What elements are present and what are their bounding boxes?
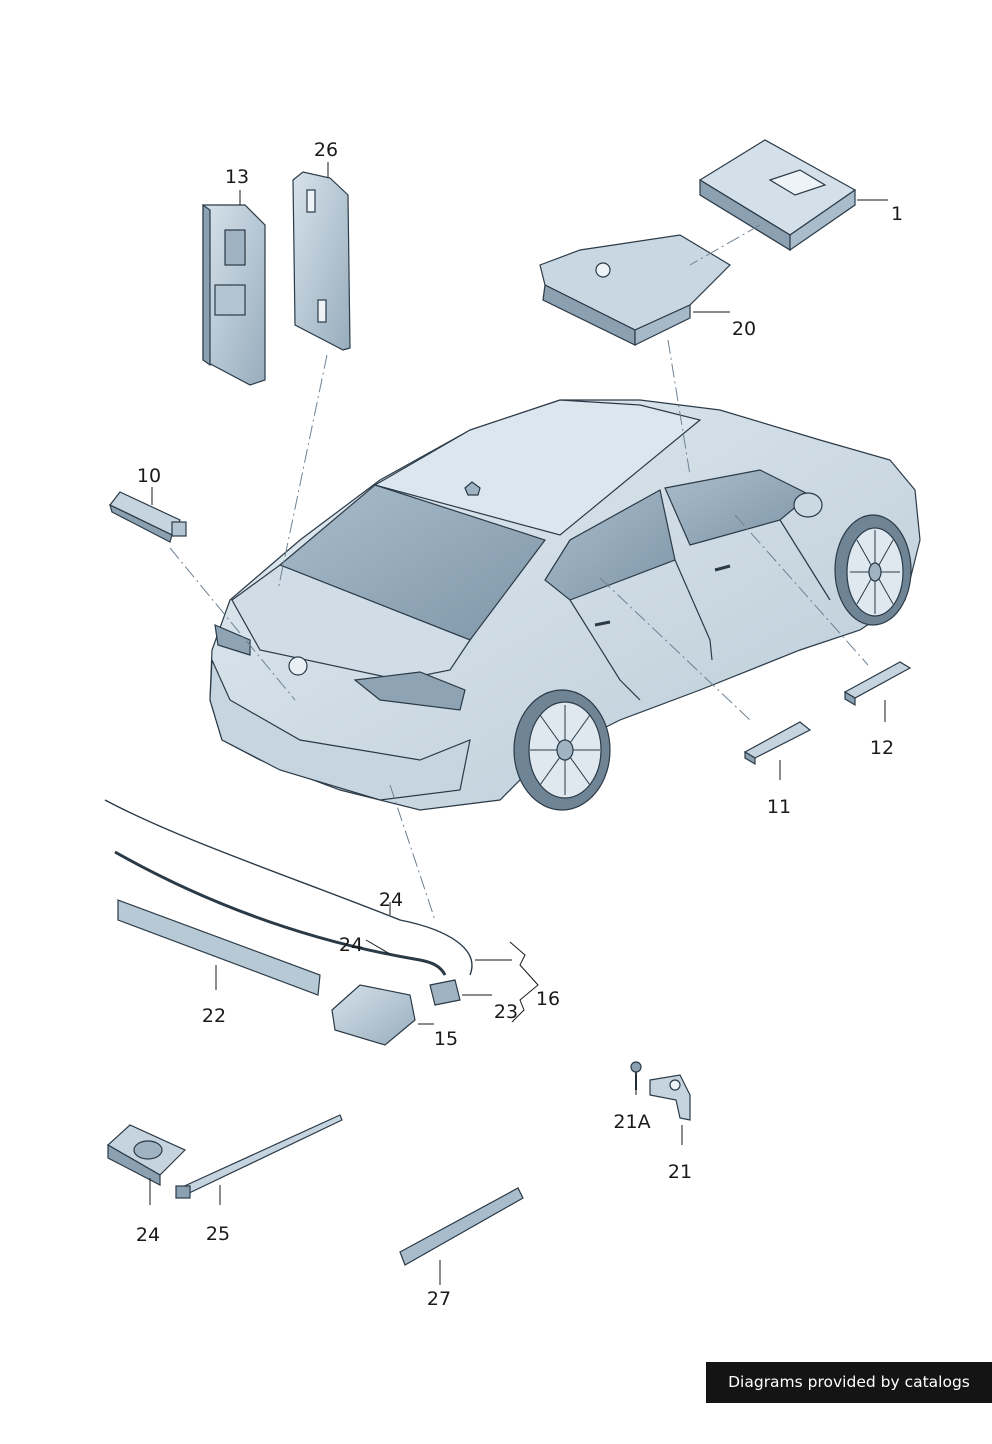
callout-22: 22 [201, 1005, 227, 1027]
callout-12: 12 [869, 737, 895, 759]
part-26-bracket [292, 171, 351, 351]
part-12-antenna [843, 661, 912, 707]
credit-banner: Diagrams provided by catalogs parts [706, 1362, 992, 1432]
part-11-antenna [743, 721, 812, 766]
callout-25: 25 [205, 1223, 231, 1245]
callout-10: 10 [136, 465, 162, 487]
parts-diagram [104, 139, 921, 1285]
callout-21a: 21A [613, 1111, 651, 1133]
assignment-lines [169, 224, 869, 921]
part-15-control-unit [331, 979, 461, 1046]
car-illustration [209, 399, 921, 811]
callout-23: 23 [493, 1001, 519, 1023]
callout-13: 13 [224, 166, 250, 188]
part-10-sensor [109, 491, 187, 543]
part-20-bracket [539, 234, 731, 346]
rear-side-window [544, 489, 676, 601]
callout-11: 11 [766, 796, 792, 818]
callout-15: 15 [433, 1028, 459, 1050]
leader-lines [149, 162, 888, 1285]
callout-1: 1 [890, 203, 904, 225]
callout-27: 27 [426, 1288, 452, 1310]
part-21-bracket [630, 1061, 691, 1121]
part-22-trim-strip [117, 899, 321, 996]
part-27-sleeve [399, 1187, 524, 1266]
part-25-cable-tie [175, 1114, 343, 1199]
callout-24-lower: 24 [135, 1224, 161, 1246]
callout-21: 21 [667, 1161, 693, 1183]
callout-24-middle: 24 [338, 934, 364, 956]
part-13-module [202, 203, 266, 386]
callout-16: 16 [535, 988, 561, 1010]
wiring-harness [104, 799, 473, 976]
callout-26: 26 [313, 139, 339, 161]
part-1-control-unit [698, 139, 857, 252]
part-24-clip [106, 1124, 187, 1186]
callout-24-upper: 24 [378, 889, 404, 911]
callout-20: 20 [731, 318, 757, 340]
